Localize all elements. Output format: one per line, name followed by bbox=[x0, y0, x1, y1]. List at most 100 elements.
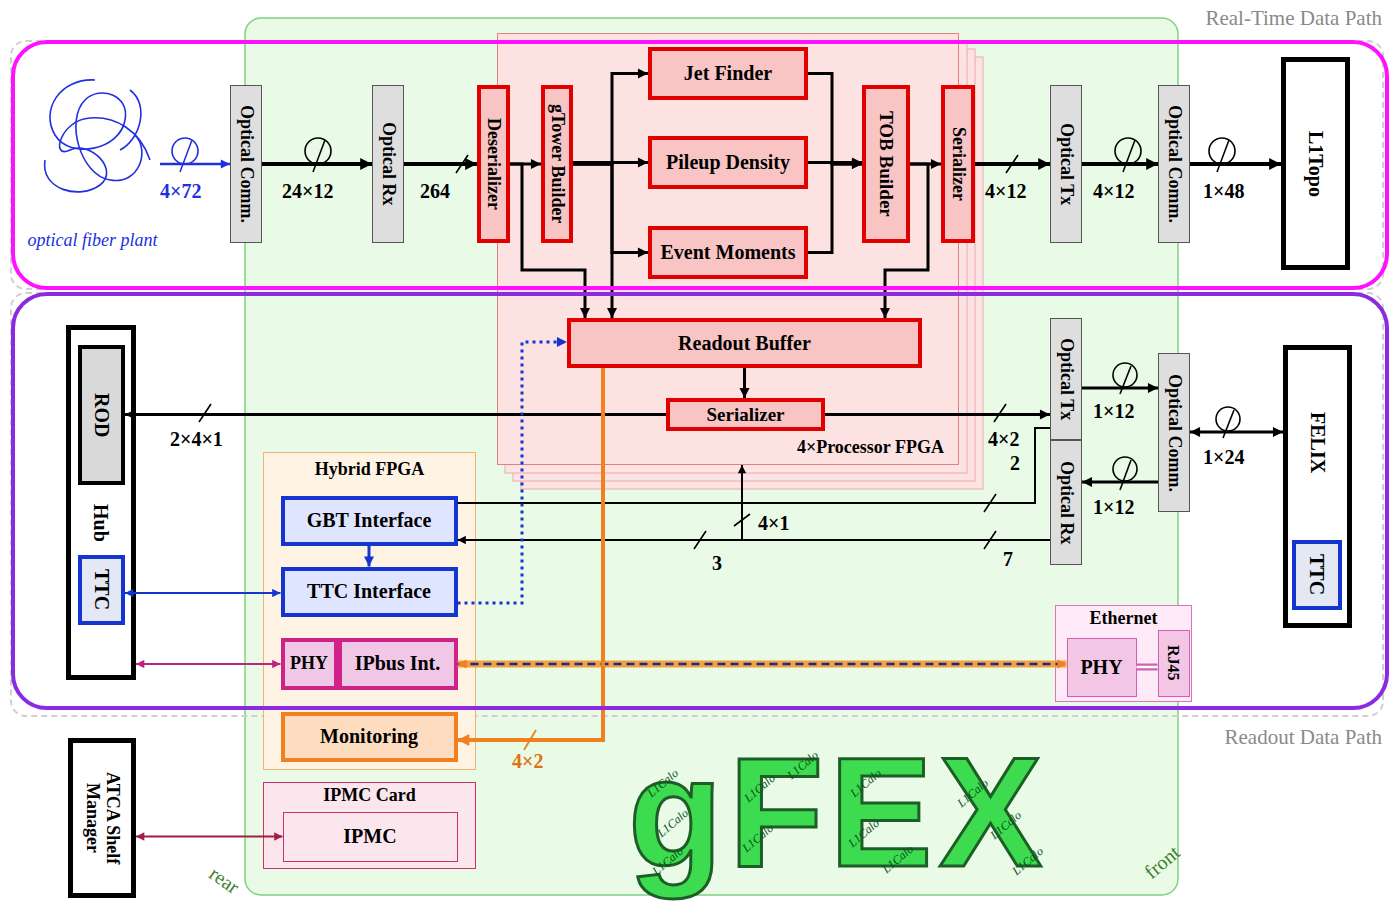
box-label: Optical Rx bbox=[1056, 461, 1076, 545]
box-heading: Readout Data Path bbox=[1225, 725, 1382, 749]
ipmc-box: IPMC bbox=[283, 812, 458, 862]
box-label: Readout Buffer bbox=[678, 332, 811, 355]
fiber-loop-circle bbox=[1113, 363, 1137, 387]
box-label: Jet Finder bbox=[684, 62, 772, 85]
label-anchor: 4×1 bbox=[758, 512, 789, 534]
box-label: IPMC bbox=[343, 825, 396, 848]
label-anchor: 3 bbox=[712, 552, 722, 574]
signal-connector bbox=[573, 74, 648, 165]
fiber-loop-circle bbox=[305, 138, 331, 164]
signal-connector bbox=[160, 163, 230, 166]
signal-connector bbox=[808, 164, 862, 253]
fiber-plant: optical fiber plant bbox=[25, 70, 160, 255]
box-heading: optical fiber plant bbox=[28, 230, 158, 251]
bus-width-label: 1×48 bbox=[1203, 180, 1244, 202]
signal-connector bbox=[742, 465, 1050, 540]
box-label: Optical Comm. bbox=[1164, 374, 1184, 492]
signal-connector bbox=[458, 663, 1067, 666]
box-heading: Real-Time Data Path bbox=[1205, 6, 1382, 30]
ipmc-card: IPMC CardIPMC bbox=[263, 782, 476, 869]
ethernet-box: EthernetPHYRJ45 bbox=[1055, 605, 1192, 702]
bus-slash bbox=[456, 155, 468, 173]
signal-connector bbox=[1082, 387, 1158, 390]
box-heading: Hybrid FPGA bbox=[315, 459, 425, 480]
bus-slash bbox=[734, 514, 750, 526]
optical-transmitter: Optical Tx bbox=[1050, 85, 1082, 243]
label-anchor: gFEX bbox=[628, 735, 1048, 890]
bus-width-label: 4×12 bbox=[985, 180, 1026, 202]
signal-connector bbox=[404, 162, 477, 166]
signal-connector bbox=[573, 164, 612, 318]
box-heading: IPMC Card bbox=[323, 785, 416, 806]
optical-connector: Optical Comm. bbox=[1158, 353, 1190, 512]
external-board: L1Topo bbox=[1281, 57, 1350, 270]
box-label: ATCA Shelf Manager bbox=[82, 746, 122, 890]
box-heading: Hub bbox=[90, 504, 112, 542]
label-anchor: 4×12 bbox=[985, 180, 1026, 202]
bus-width-label: 4×1 bbox=[758, 512, 789, 534]
box-label: Event Moments bbox=[661, 241, 796, 264]
bus-slash bbox=[984, 531, 996, 549]
shelf-manager: ATCA Shelf Manager bbox=[68, 738, 136, 898]
signal-connector bbox=[368, 546, 371, 567]
fiber-loop-circle bbox=[1209, 138, 1235, 164]
label-anchor: 4×2 bbox=[512, 750, 543, 772]
ttc-box: TTC bbox=[1292, 540, 1342, 610]
bus-slash bbox=[1120, 366, 1131, 394]
process-box: Event Moments bbox=[648, 226, 808, 279]
box-label: IPbus Int. bbox=[355, 652, 441, 675]
bus-width-label: 264 bbox=[420, 180, 450, 202]
box-label: GBT Interface bbox=[307, 509, 432, 532]
optical-receiver: Optical Rx bbox=[1050, 440, 1082, 565]
label-anchor: 1×48 bbox=[1203, 180, 1244, 202]
phy-box: PHY bbox=[1067, 638, 1137, 697]
box-label: PHY bbox=[1080, 656, 1122, 679]
hybrid-fpga: Hybrid FPGAGBT InterfaceTTC InterfacePHY… bbox=[263, 452, 476, 770]
signal-connector bbox=[510, 163, 541, 166]
signal-connector bbox=[808, 74, 862, 165]
signal-connector bbox=[1082, 162, 1158, 166]
label-anchor: 264 bbox=[420, 180, 450, 202]
process-box: TOB Builder bbox=[862, 85, 910, 243]
label-anchor: 1×12 bbox=[1093, 496, 1134, 518]
process-box: gTower Builder bbox=[541, 85, 573, 243]
board-side-label: front bbox=[1140, 841, 1184, 883]
bus-slash bbox=[694, 531, 706, 549]
box-label: Serializer bbox=[706, 404, 784, 426]
bus-slash bbox=[994, 404, 1006, 422]
box-label: Optical Comm. bbox=[1164, 105, 1184, 223]
box-label: Optical Comm. bbox=[236, 105, 256, 223]
signal-connector bbox=[573, 161, 648, 164]
double-line-gap bbox=[1137, 666, 1158, 669]
label-anchor: 2 bbox=[1010, 452, 1020, 474]
bus-width-label: 4×2 bbox=[512, 750, 543, 772]
signal-connector bbox=[808, 161, 862, 164]
external-board: FELIXTTC bbox=[1283, 345, 1352, 628]
box-label: RJ45 bbox=[1165, 645, 1183, 681]
signal-connector bbox=[825, 413, 1050, 416]
bus-width-label: 1×24 bbox=[1203, 446, 1244, 468]
bus-width-label: 24×12 bbox=[282, 180, 333, 202]
box-label: PHY bbox=[290, 653, 328, 674]
realtime-highlight bbox=[13, 42, 1387, 288]
bus-slash bbox=[524, 730, 536, 750]
signal-connector bbox=[458, 428, 1051, 503]
readout-driver: ROD bbox=[78, 345, 125, 485]
bus-width-label: 4×72 bbox=[160, 180, 201, 202]
bus-width-label: 4×2 bbox=[988, 428, 1019, 450]
phy-box: PHY bbox=[281, 638, 338, 690]
process-box: Serializer bbox=[666, 398, 825, 431]
bus-slashes bbox=[199, 155, 1018, 549]
bus-slash bbox=[1223, 410, 1234, 438]
fiber-knot bbox=[45, 80, 150, 192]
interface-box: IPbus Int. bbox=[338, 638, 458, 690]
box-label: Optical Tx bbox=[1056, 338, 1076, 420]
fiber-loop bbox=[172, 138, 198, 172]
fiber-loops bbox=[305, 138, 1240, 490]
signal-connector bbox=[975, 162, 1050, 166]
optical-receiver: Optical Rx bbox=[372, 85, 404, 243]
ttc-box: TTC bbox=[78, 555, 125, 625]
fiber-loop-circle bbox=[172, 138, 198, 164]
box-label: Deserializer bbox=[484, 118, 504, 210]
